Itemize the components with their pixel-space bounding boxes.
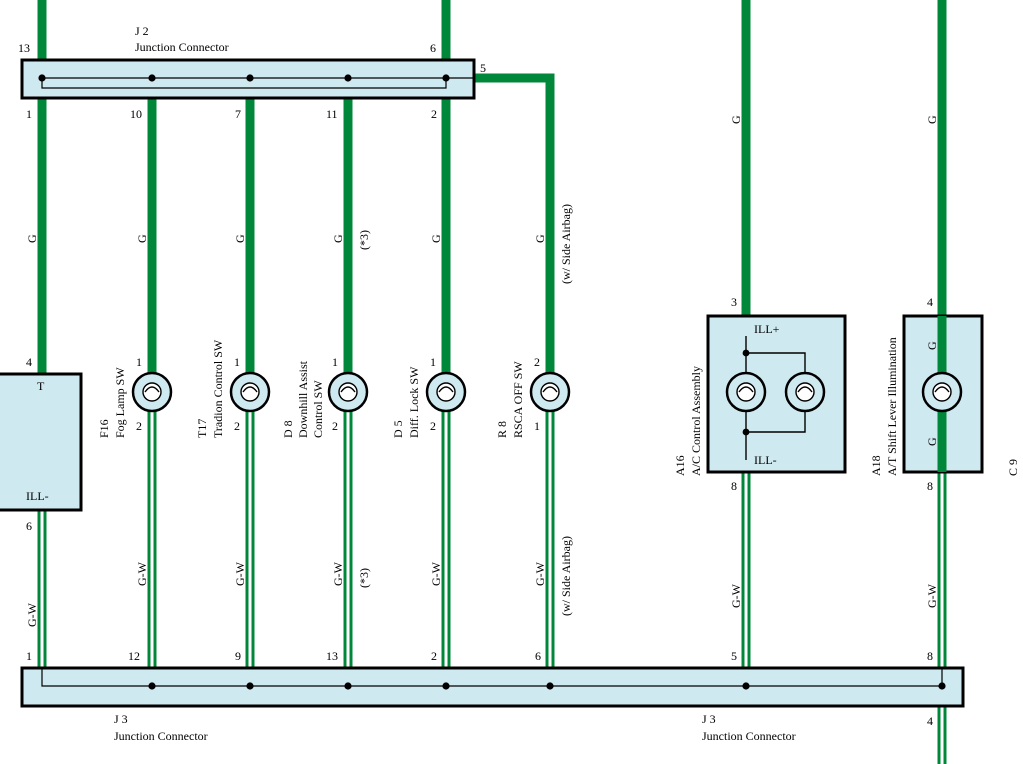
switch-r8: 2 1 <box>529 355 571 433</box>
j2-name: Junction Connector <box>135 40 229 54</box>
a16-pin-out: 8 <box>731 479 737 493</box>
edge-ref-c9: C 9 <box>1006 459 1020 476</box>
j2-pin-7: 7 <box>235 107 241 121</box>
switch-f16: 1 2 <box>131 355 173 433</box>
wire-label-gw: G-W <box>925 583 939 608</box>
r8-pin-in: 2 <box>534 355 540 369</box>
a18-name: A/T Shift Lever Illumination <box>885 337 899 476</box>
j3-pin-1: 1 <box>26 649 32 663</box>
j3-right-id: J 3 <box>702 712 716 726</box>
junction-connector-j2: J 2 Junction Connector 13 6 5 1 10 7 11 … <box>18 24 486 121</box>
j3-pin-6: 6 <box>535 649 541 663</box>
j2-pin-1: 1 <box>26 107 32 121</box>
j3-pin-4: 4 <box>927 714 933 728</box>
wire-label-gw: G-W <box>429 561 443 586</box>
a18-id: A18 <box>869 455 883 476</box>
j3-pin-12: 12 <box>128 649 140 663</box>
component-a16: ILL+ ILL- 3 8 <box>706 295 847 493</box>
wire-label-gw: G-W <box>233 561 247 586</box>
j2-id: J 2 <box>135 24 149 38</box>
r8-id: R 8 <box>495 421 509 438</box>
left-box-pin-out: 6 <box>26 519 32 533</box>
wire-label-gw: G-W <box>331 561 345 586</box>
d8-pin-out: 2 <box>332 419 338 433</box>
striped-wires <box>37 410 947 764</box>
j2-pin-11: 11 <box>326 107 338 121</box>
switch-t17: 1 2 <box>229 355 271 433</box>
a18-pin-out: 8 <box>927 479 933 493</box>
t17-id: T17 <box>195 419 209 438</box>
j3-pin-13: 13 <box>326 649 338 663</box>
a16-pin-in: 3 <box>731 295 737 309</box>
wire-g-j2-5 <box>474 73 555 374</box>
note-star3-top: (*3) <box>357 230 371 250</box>
wire-label-g: G <box>925 115 939 124</box>
a16-id: A16 <box>673 455 687 476</box>
switch-d8: 1 2 <box>327 355 369 433</box>
wire-label-g: G <box>331 234 345 243</box>
wire-label-g: G <box>729 115 743 124</box>
j3-pin-9: 9 <box>235 649 241 663</box>
t17-name: Tradion Control SW <box>211 339 225 438</box>
left-box-terminal-ill: ILL- <box>26 489 49 503</box>
j3-pin-5: 5 <box>731 649 737 663</box>
d5-name: Diff. Lock SW <box>407 366 421 438</box>
f16-id: F16 <box>97 419 111 438</box>
left-box-terminal-t: T <box>37 379 45 393</box>
wire-label-g: G <box>533 234 547 243</box>
t17-pin-out: 2 <box>234 419 240 433</box>
wire-color-labels: G G G G G G G G G-W G-W G-W G-W G-W G-W … <box>25 115 939 627</box>
wire-label-g: G <box>429 234 443 243</box>
wire-notes: (*3) (*3) (w/ Side Airbag) (w/ Side Airb… <box>357 204 573 616</box>
a16-terminal-ill-minus: ILL- <box>754 453 777 467</box>
d8-id: D 8 <box>281 420 295 438</box>
j3-pin-8: 8 <box>927 649 933 663</box>
a16-name: A/C Control Assembly <box>689 366 703 476</box>
t17-pin-in: 1 <box>234 355 240 369</box>
j3-pin-2: 2 <box>431 649 437 663</box>
left-box-pin-in: 4 <box>26 355 32 369</box>
j2-pin-5: 5 <box>480 61 486 75</box>
a18-inner-g-top: G <box>925 341 939 350</box>
wire-label-gw: G-W <box>729 583 743 608</box>
d5-id: D 5 <box>391 420 405 438</box>
a18-inner-g-bottom: G <box>925 437 939 446</box>
note-star3-bottom: (*3) <box>357 568 371 588</box>
f16-pin-out: 2 <box>136 419 142 433</box>
f16-name: Fog Lamp SW <box>113 367 127 438</box>
junction-connector-j3: 1 12 9 13 2 6 5 8 4 J 3 Junction Connect… <box>20 649 965 743</box>
left-component-box: T ILL- 4 6 <box>0 355 83 533</box>
wire-label-g: G <box>25 234 39 243</box>
note-side-airbag-bottom: (w/ Side Airbag) <box>559 536 573 616</box>
wire-label-gw: G-W <box>533 561 547 586</box>
note-side-airbag-top: (w/ Side Airbag) <box>559 204 573 284</box>
d5-pin-in: 1 <box>430 355 436 369</box>
j2-pin-10: 10 <box>130 107 142 121</box>
f16-pin-in: 1 <box>136 355 142 369</box>
wire-label-g: G <box>135 234 149 243</box>
j2-pin-13: 13 <box>18 41 30 55</box>
r8-pin-out: 1 <box>534 419 540 433</box>
d8-pin-in: 1 <box>332 355 338 369</box>
j3-left-name: Junction Connector <box>114 729 208 743</box>
wire-label-g: G <box>233 234 247 243</box>
r8-name: RSCA OFF SW <box>511 361 525 438</box>
a18-pin-in: 4 <box>927 295 933 309</box>
component-labels: F16 Fog Lamp SW T17 Tradion Control SW D… <box>97 337 1020 476</box>
j3-right-name: Junction Connector <box>702 729 796 743</box>
component-a18: 4 8 G G <box>902 295 984 493</box>
wire-label-gw: G-W <box>135 561 149 586</box>
d5-pin-out: 2 <box>430 419 436 433</box>
switch-d5: 1 2 <box>425 355 467 433</box>
a16-terminal-ill-plus: ILL+ <box>754 322 780 336</box>
j2-pin-6: 6 <box>430 41 436 55</box>
d8-name-line1: Downhill Assist <box>296 360 310 438</box>
j2-pin-2: 2 <box>431 107 437 121</box>
j3-left-id: J 3 <box>114 712 128 726</box>
d8-name-line2: Control SW <box>311 380 325 438</box>
wire-label-gw: G-W <box>25 602 39 627</box>
